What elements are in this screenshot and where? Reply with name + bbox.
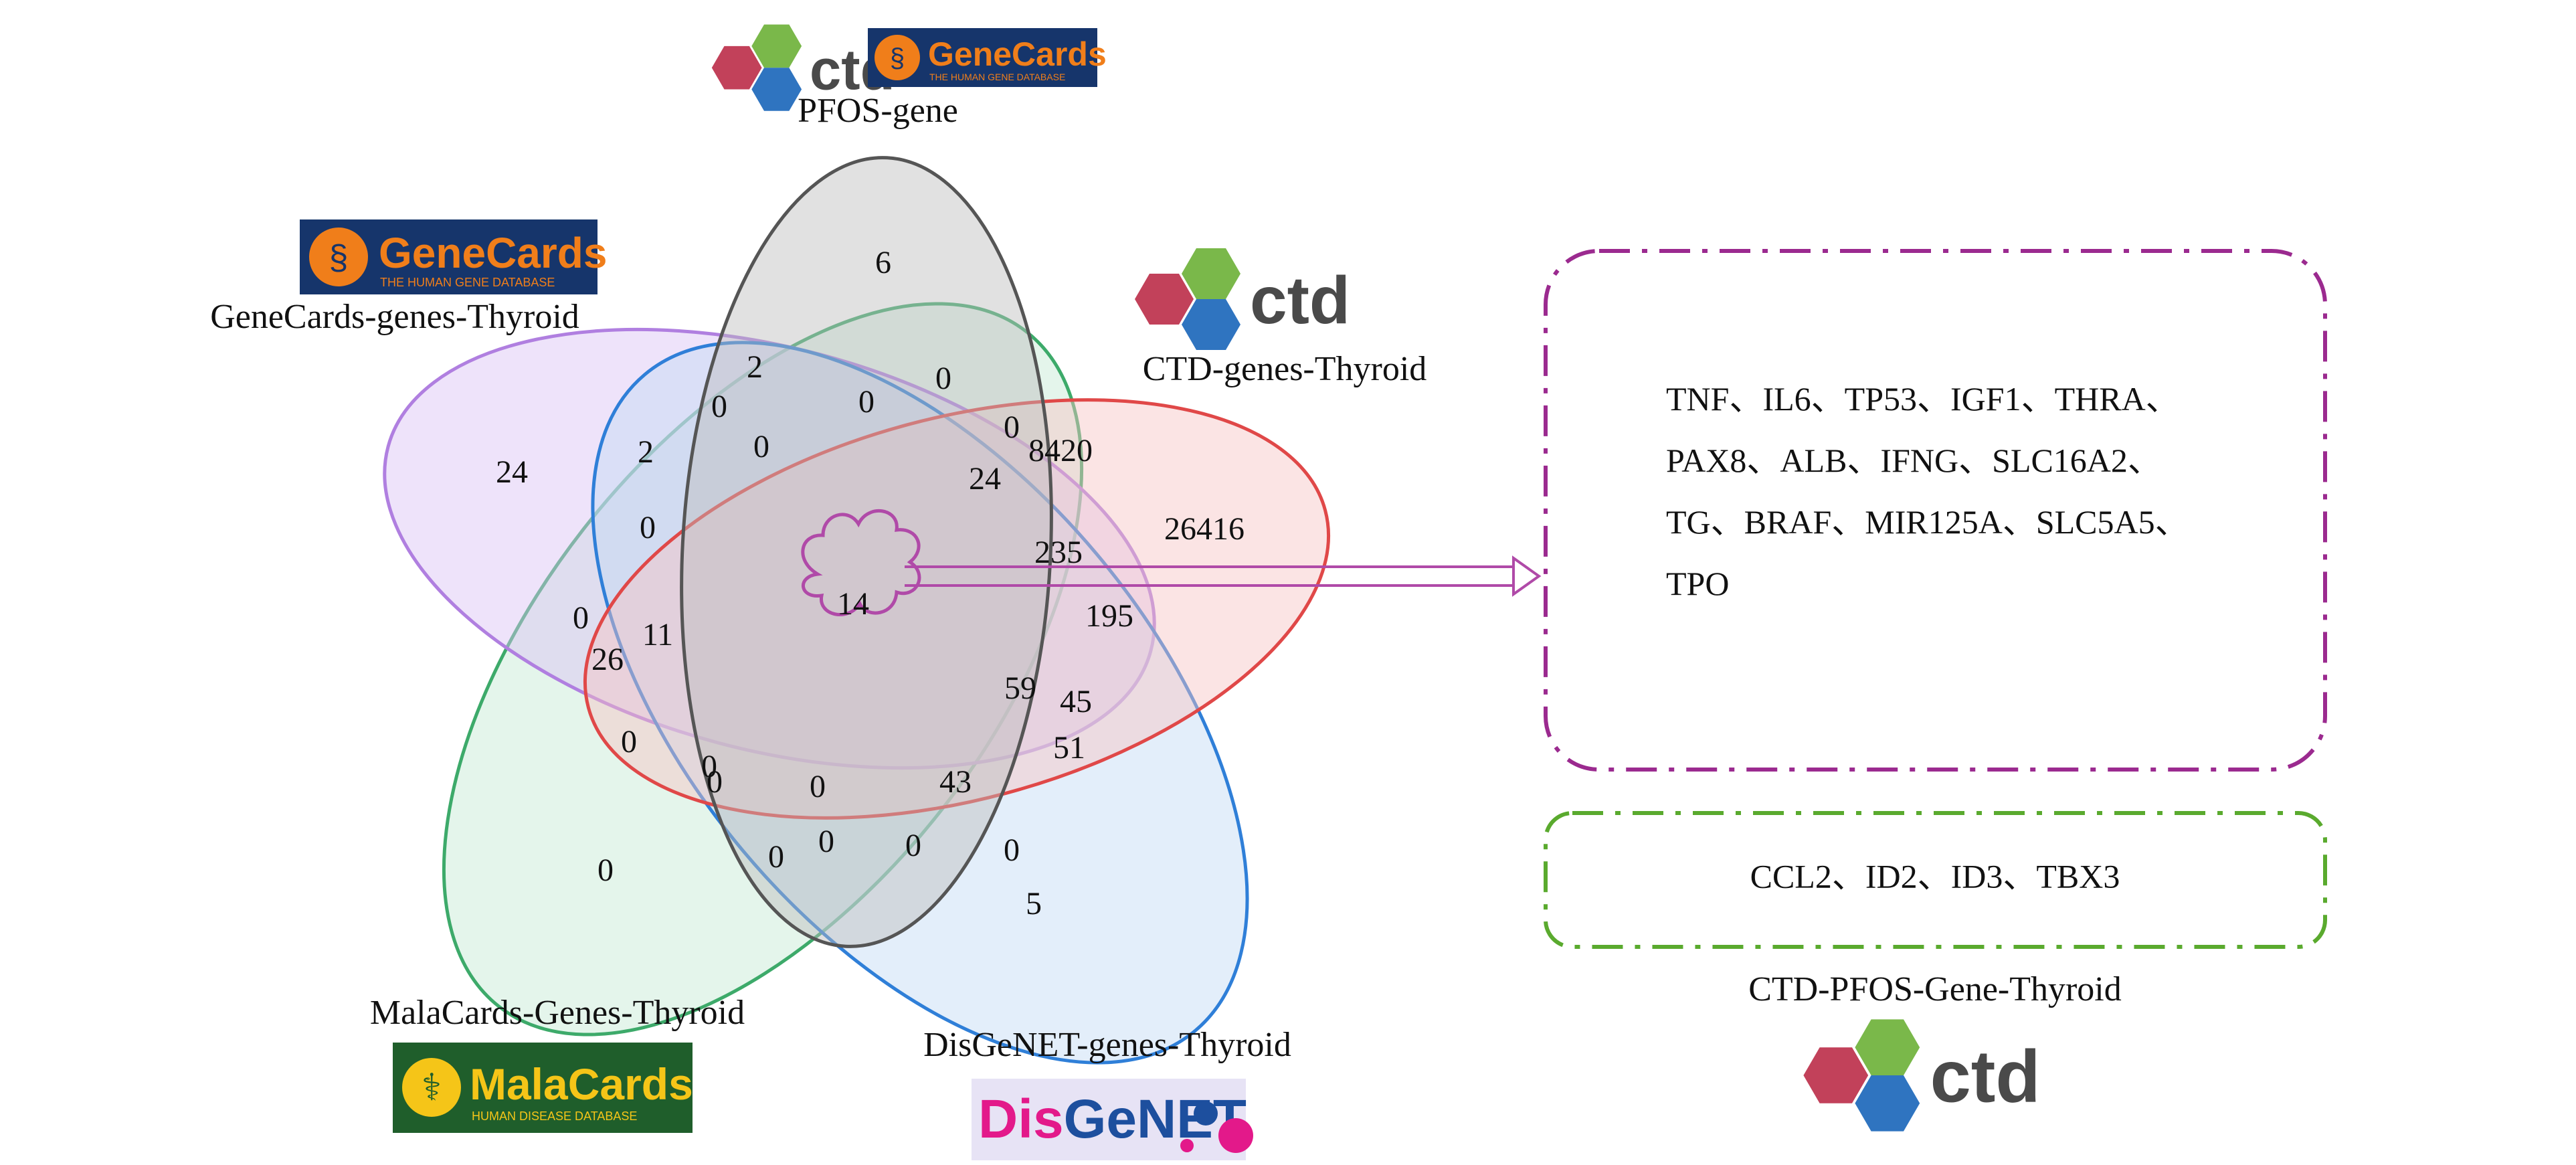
malacards-logo: ⚕ MalaCards HUMAN DISEASE DATABASE: [393, 1043, 693, 1133]
malacards-logo-sub: HUMAN DISEASE DATABASE: [472, 1109, 637, 1123]
region-count core-count: 14: [837, 586, 869, 622]
region-count: 59: [1004, 670, 1036, 706]
region-count: 0: [768, 839, 784, 875]
region-count: 0: [640, 510, 656, 545]
region-count: 0: [818, 824, 834, 859]
ctd-logo-text: ctd: [1930, 1036, 2041, 1118]
region-count: 0: [621, 724, 637, 759]
region-count: 26: [591, 642, 624, 677]
set-label-disgenet: DisGeNET-genes-Thyroid: [923, 1026, 1291, 1064]
secondary-genes: CCL2、ID2、ID3、TBX3: [1750, 857, 2120, 895]
region-count: 5: [1026, 886, 1042, 921]
region-count: 26416: [1164, 511, 1245, 547]
caduceus-icon: ⚕: [422, 1066, 442, 1108]
venn-ellipses: [383, 156, 1330, 1065]
genecards-logo: § GeneCards THE HUMAN GENE DATABASE: [868, 28, 1107, 87]
region-count: 0: [711, 389, 727, 424]
dna-icon: §: [890, 43, 905, 73]
region-count: 0: [935, 361, 951, 396]
region-count: 8420: [1028, 433, 1093, 468]
region-count: 0: [810, 769, 826, 804]
region-count: 0: [597, 853, 614, 888]
core-genes-line: TG、BRAF、MIR125A、SLC5A5、: [1666, 503, 2189, 541]
region-count: 2: [638, 434, 654, 470]
region-count: 45: [1060, 684, 1092, 719]
dna-icon: §: [329, 238, 349, 277]
region-count: 51: [1053, 730, 1085, 766]
core-genes-line: TNF、IL6、TP53、IGF1、THRA、: [1666, 380, 2179, 418]
core-genes-box: TNF、IL6、TP53、IGF1、THRA、 PAX8、ALB、IFNG、SL…: [1544, 249, 2327, 772]
core-genes-line: TPO: [1666, 565, 1729, 602]
ellipse-malacards: [442, 302, 1083, 1037]
disgenet-logo-text: DisGeNET: [978, 1089, 1247, 1150]
core-cloud: [801, 509, 921, 616]
region-count: 195: [1085, 598, 1133, 634]
region-count: 0: [1004, 832, 1020, 868]
disgenet-logo: DisGeNET: [972, 1079, 1253, 1160]
secondary-genes-box: CCL2、ID2、ID3、TBX3 CTD-PFOS-Gene-Thyroid: [1544, 811, 2327, 1008]
malacards-logo-text: MalaCards: [470, 1059, 693, 1109]
region-count: 235: [1034, 535, 1083, 570]
region-count: 0: [905, 828, 921, 863]
ctd-logo: ctd: [1135, 248, 1350, 350]
region-count: 0: [1004, 410, 1020, 445]
ctd-logo: ctd: [1803, 1019, 2041, 1132]
set-label-malacards: MalaCards-Genes-Thyroid: [370, 994, 745, 1032]
region-count: 11: [642, 617, 673, 652]
ctd-logo-text: ctd: [1250, 263, 1350, 338]
region-count: 43: [939, 764, 972, 800]
ellipse-pfos: [680, 156, 1053, 948]
core-genes-line: PAX8、ALB、IFNG、SLC16A2、: [1666, 442, 2161, 479]
ellipse-ctd: [583, 398, 1330, 820]
genecards-logo-text: GeneCards: [379, 229, 607, 277]
set-label-pfos: PFOS-gene: [798, 92, 958, 130]
set-label-ctd: CTD-genes-Thyroid: [1143, 350, 1427, 388]
region-count: 0: [701, 749, 717, 784]
region-counts: 6 24 26416 0 5 2 0 0 0 0 8420 2 0 0 24 0…: [496, 245, 1245, 921]
secondary-set-label: CTD-PFOS-Gene-Thyroid: [1748, 970, 2122, 1008]
region-count: 24: [496, 454, 528, 490]
region-count: 0: [753, 429, 769, 464]
region-count: 24: [969, 461, 1001, 497]
genecards-logo-text: GeneCards: [928, 35, 1107, 73]
region-count: 0: [858, 384, 875, 420]
genecards-logo-sub: THE HUMAN GENE DATABASE: [380, 276, 555, 289]
region-count: 6: [875, 245, 891, 280]
region-count: 0: [707, 764, 723, 800]
set-label-genecards: GeneCards-genes-Thyroid: [210, 298, 579, 336]
genecards-logo-sub: THE HUMAN GENE DATABASE: [929, 72, 1065, 82]
core-arrow: [905, 555, 1542, 597]
ellipse-disgenet: [591, 341, 1249, 1065]
set-labels: PFOS-gene GeneCards-genes-Thyroid CTD-ge…: [210, 92, 1427, 1064]
region-count: 0: [573, 600, 589, 636]
genecards-logo: § GeneCards THE HUMAN GENE DATABASE: [300, 219, 607, 294]
region-count: 2: [747, 349, 763, 385]
